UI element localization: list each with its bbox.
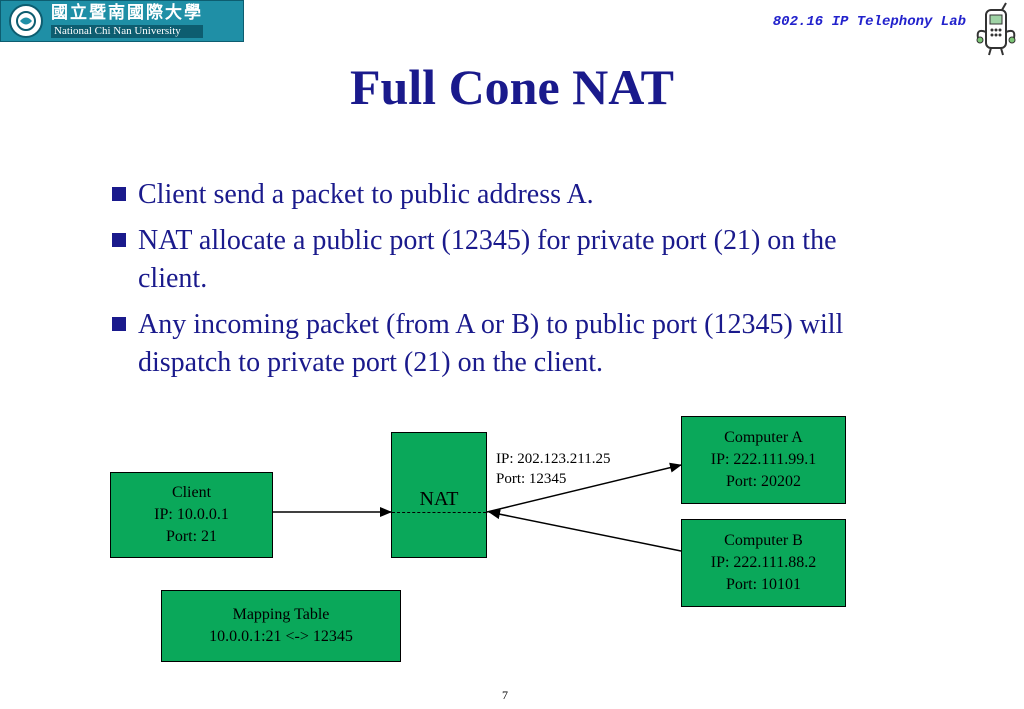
square-bullet-icon — [112, 317, 126, 331]
bullet-list: Client send a packet to public address A… — [112, 176, 892, 390]
university-emblem-icon — [9, 4, 43, 38]
mapping-table-title: Mapping Table — [232, 606, 330, 623]
computer-a-box: Computer A IP: 222.111.99.1 Port: 20202 — [681, 416, 846, 504]
nat-public-port: Port: 12345 — [496, 471, 567, 487]
university-logo: 國立暨南國際大學 National Chi Nan University — [0, 0, 244, 42]
nat-public-ip: IP: 202.123.211.25 — [496, 451, 611, 467]
computer-b-box: Computer B IP: 222.111.88.2 Port: 10101 — [681, 519, 846, 607]
square-bullet-icon — [112, 233, 126, 247]
slide-title: Full Cone NAT — [349, 59, 675, 115]
page-number: 7 — [502, 688, 508, 702]
computer-b-port: Port: 10101 — [725, 576, 802, 593]
bullet-item: NAT allocate a public port (12345) for p… — [112, 222, 892, 298]
computer-a-port: Port: 20202 — [725, 473, 802, 490]
computer-b-name: Computer B — [724, 532, 803, 549]
nat-box: NAT — [391, 432, 487, 558]
computer-b-ip: IP: 222.111.88.2 — [710, 554, 817, 571]
logo-chinese-text: 國立暨南國際大學 — [51, 2, 203, 23]
mapping-table-box: Mapping Table 10.0.0.1:21 <-> 12345 — [161, 590, 401, 662]
nat-to-computer-a-arrow — [486, 462, 682, 513]
bullet-item: Client send a packet to public address A… — [112, 176, 892, 214]
client-ip: IP: 10.0.0.1 — [154, 506, 229, 523]
lab-title: 802.16 IP Telephony Lab — [772, 14, 966, 30]
nat-label: NAT — [419, 487, 459, 510]
bullet-text: Client send a packet to public address A… — [138, 179, 594, 210]
cartoon-phone-icon — [972, 2, 1020, 56]
mapping-table-entry: 10.0.0.1:21 <-> 12345 — [209, 628, 353, 645]
computer-a-ip: IP: 222.111.99.1 — [710, 451, 817, 468]
bullet-text: NAT allocate a public port (12345) for p… — [138, 225, 837, 294]
nat-public-address: IP: 202.123.211.25 Port: 12345 — [496, 449, 610, 489]
computer-b-to-nat-arrow — [488, 509, 682, 552]
computer-a-name: Computer A — [724, 429, 803, 446]
client-box: Client IP: 10.0.0.1 Port: 21 — [110, 472, 273, 558]
logo-english-text: National Chi Nan University — [51, 24, 203, 38]
client-port: Port: 21 — [165, 528, 218, 545]
nat-divider — [392, 512, 486, 513]
bullet-text: Any incoming packet (from A or B) to pub… — [138, 309, 844, 378]
square-bullet-icon — [112, 187, 126, 201]
bullet-item: Any incoming packet (from A or B) to pub… — [112, 306, 892, 382]
client-name: Client — [171, 484, 212, 501]
